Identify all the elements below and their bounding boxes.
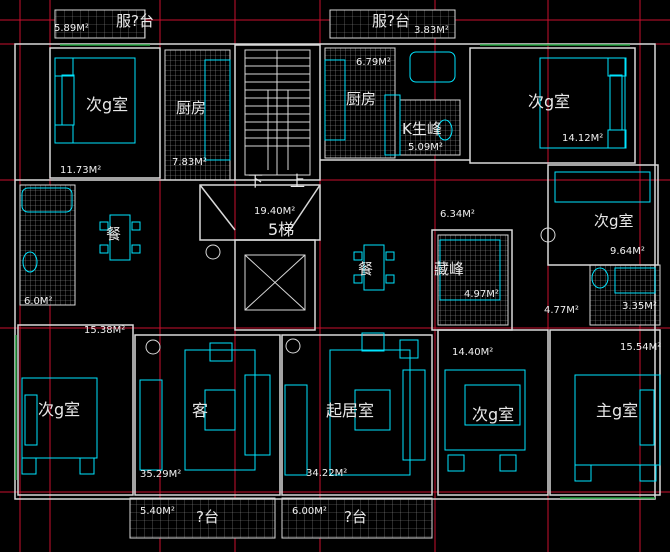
kitchen-left-area: 7.83M² xyxy=(172,157,207,168)
small-area-left: 15.38M² xyxy=(84,325,126,336)
balcony-top-left-name: 服?台 xyxy=(116,12,154,30)
stair-name: 5梯 xyxy=(268,220,295,239)
living-right-name: 起居室 xyxy=(326,401,375,420)
bedroom-east-area: 9.64M² xyxy=(610,246,645,257)
balcony-top-right-area: 3.83M² xyxy=(414,25,449,36)
bedroom-sc-area: 14.40M² xyxy=(452,347,494,358)
master-bedroom-name: 主g室 xyxy=(596,401,639,420)
bath-left-area: 6.0M² xyxy=(24,296,53,307)
dining-right-name: 餐 xyxy=(358,260,374,278)
master-bedroom-area: 15.54M² xyxy=(620,342,662,353)
storage-name: 藏峰 xyxy=(434,260,465,278)
furniture xyxy=(21,51,661,482)
bedroom-nw-name: 次g室 xyxy=(86,95,129,114)
balcony-top-right-name: 服?台 xyxy=(372,12,410,30)
bedroom-sw-name: 次g室 xyxy=(38,400,81,419)
kitchen-right-name: 厨房 xyxy=(346,90,377,108)
balcony-top-left-area: 5.89M² xyxy=(54,23,89,34)
balcony-bottom-right-area: 6.00M² xyxy=(292,506,327,517)
bath-right-area: 5.09M² xyxy=(408,142,443,153)
balcony-bottom-left-area: 5.40M² xyxy=(140,506,175,517)
stair-area: 19.40M² xyxy=(254,206,296,217)
plants xyxy=(145,227,556,355)
stair xyxy=(244,49,311,176)
bedroom-ne-name: 次g室 xyxy=(528,92,571,111)
hall-small-area: 4.77M² xyxy=(544,305,579,316)
stair-up-label: 上 xyxy=(290,172,306,190)
bedroom-nw-area: 11.73M² xyxy=(60,165,102,176)
corridor-right-area: 6.34M² xyxy=(440,209,475,220)
balcony-bottom-left-name: ?台 xyxy=(196,508,219,526)
dining-left-name: 餐 xyxy=(106,225,122,243)
hatched-areas xyxy=(19,9,661,539)
kitchen-left-name: 厨房 xyxy=(176,99,207,117)
stair-down-label: 下 xyxy=(248,172,264,190)
living-left-area: 35.29M² xyxy=(140,469,182,480)
kitchen-right-area: 6.79M² xyxy=(356,57,391,68)
bath-right-name: K生峰 xyxy=(402,120,442,138)
living-left-name: 客 xyxy=(192,401,209,420)
balcony-bottom-right-name: ?台 xyxy=(344,508,367,526)
living-right-area: 34.22M² xyxy=(306,468,348,479)
storage-area: 4.97M² xyxy=(464,289,499,300)
bedroom-east-name: 次g室 xyxy=(594,212,634,230)
bedroom-sc-name: 次g室 xyxy=(472,405,515,424)
bath-east-area: 3.35M² xyxy=(622,301,657,312)
bedroom-ne-area: 14.12M² xyxy=(562,133,604,144)
window-marks xyxy=(15,44,655,499)
elevator xyxy=(244,254,306,311)
